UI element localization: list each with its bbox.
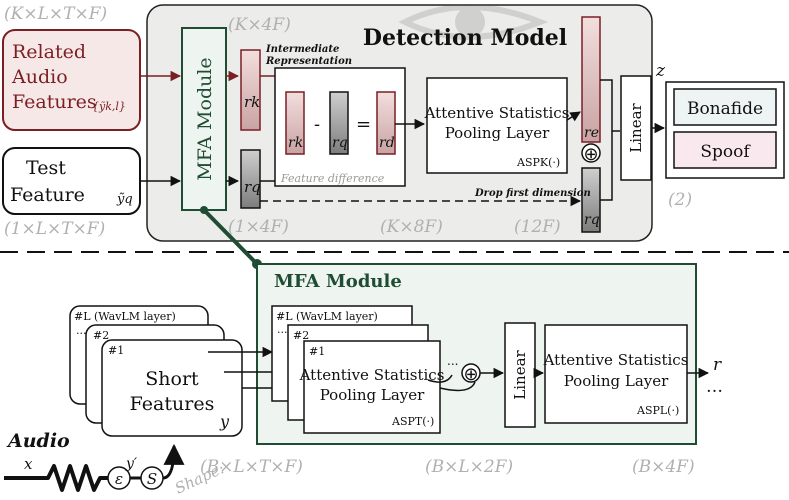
rq-right-label: rq <box>584 212 600 228</box>
drop-first-dimension-label: Drop first dimension <box>474 188 591 199</box>
re-label: re <box>584 125 599 141</box>
asp-k-line1: Attentive Statistics <box>424 104 570 122</box>
mfa-linear-box <box>504 322 536 428</box>
short-features-y: y <box>219 412 230 431</box>
intermediate-label-1: Intermediate <box>265 44 339 55</box>
bonafide-label: Bonafide <box>687 99 763 119</box>
rq-shape: (1×4F) <box>228 217 289 237</box>
feature-card-1-label: #1 <box>108 344 124 357</box>
related-label-3: Features <box>12 91 97 113</box>
asp-k-box <box>426 77 568 174</box>
related-audio-features-box <box>2 29 141 131</box>
mfa-output-r: r <box>713 355 722 375</box>
spoof-box <box>673 131 777 169</box>
yprime-label: y′ <box>125 456 138 472</box>
concat-plus-top: ⊕ <box>583 144 598 165</box>
rq-label: rq <box>244 178 261 196</box>
re-shape: (12F) <box>514 217 561 237</box>
diff-rq-bar <box>329 91 349 155</box>
detection-title: Detection Model <box>363 25 567 51</box>
asp-l-box <box>544 324 688 424</box>
asp-l-function: ASPL(·) <box>636 404 679 417</box>
diff-shape: (K×8F) <box>380 217 443 237</box>
mfa-output-ellipsis: … <box>706 377 723 397</box>
concat-circle-top <box>581 143 601 163</box>
asp-k-function: ASPK(·) <box>516 156 560 169</box>
eye-watermark-icon <box>398 4 549 40</box>
diff-rk-label: rk <box>288 135 303 151</box>
short-features-line1: Short <box>145 368 199 390</box>
asp-l-line1: Attentive Statistics <box>543 351 689 369</box>
feature-card-2-label: #2 <box>93 329 109 342</box>
test-symbol: ỹq <box>116 192 133 207</box>
rk-label: rk <box>244 93 260 111</box>
asp-t-card-1 <box>303 340 441 434</box>
related-label-2: Audio <box>11 66 68 88</box>
concat-plus-mfa: ⊕ <box>463 364 478 385</box>
asp-t-line1: Attentive Statistics <box>299 366 445 384</box>
asp-t-dots: ... <box>447 354 458 368</box>
detection-linear-label: Linear <box>627 102 645 152</box>
rk-shape: (K×4F) <box>228 15 291 35</box>
short-shape: (B×L×T×F) <box>200 457 303 477</box>
out-shape: (2) <box>668 190 692 210</box>
minus-sign: - <box>314 114 320 135</box>
related-symbol: {ỹk,l} <box>92 100 126 113</box>
z-label: z <box>655 61 666 81</box>
short-features-line2: Features <box>130 393 215 415</box>
asp-t-card-L-label: #L (WavLM layer) <box>276 310 378 323</box>
asp-t-function: ASPT(·) <box>391 415 434 428</box>
asp-l-line2: Pooling Layer <box>564 372 669 390</box>
asp-t-line2: Pooling Layer <box>320 386 425 404</box>
intermediate-label-2: Representation <box>265 56 352 67</box>
related-input-shape: (K×L×T×F) <box>4 4 107 24</box>
test-label-1: Test <box>26 157 66 179</box>
audio-label: Audio <box>6 430 70 452</box>
diff-rd-label: rd <box>379 135 395 151</box>
re-bar <box>581 16 601 143</box>
spoof-label: Spoof <box>700 142 751 162</box>
bonafide-box <box>673 88 777 126</box>
s-label: S <box>147 470 157 488</box>
asp-k-line2: Pooling Layer <box>445 124 550 142</box>
test-input-shape: (1×L×T×F) <box>4 219 105 239</box>
mfa-linear-label: Linear <box>511 349 529 399</box>
mfa-module-vertical-label: MFA Module <box>194 57 216 180</box>
waveform-icon <box>4 464 108 492</box>
asp-t-card-dots: ... <box>277 323 288 336</box>
encoder-label: ε <box>115 470 123 488</box>
rk-bar <box>240 49 261 131</box>
audio-x: x <box>24 455 33 473</box>
rq-bar <box>240 149 261 209</box>
diff-rd-bar <box>376 91 396 155</box>
asp-t-card-1-label: #1 <box>309 345 325 358</box>
mfa-module-block <box>181 27 227 211</box>
equals-sign: = <box>356 114 371 135</box>
test-label-2: Feature <box>10 184 85 206</box>
diff-rq-label: rq <box>332 135 348 151</box>
feature-difference-label: Feature difference <box>280 172 385 185</box>
aspL-shape: (B×4F) <box>632 457 695 477</box>
asp-t-card-2-label: #2 <box>293 329 309 342</box>
feature-card-dots: ... <box>76 324 87 337</box>
detection-linear-box <box>620 75 652 181</box>
related-label-1: Related <box>12 41 86 63</box>
diff-rk-bar <box>285 91 305 155</box>
feature-card-L-label: #L (WavLM layer) <box>74 310 176 323</box>
aspT-shape: (B×L×2F) <box>425 457 513 477</box>
mfa-module-title: MFA Module <box>274 271 402 292</box>
